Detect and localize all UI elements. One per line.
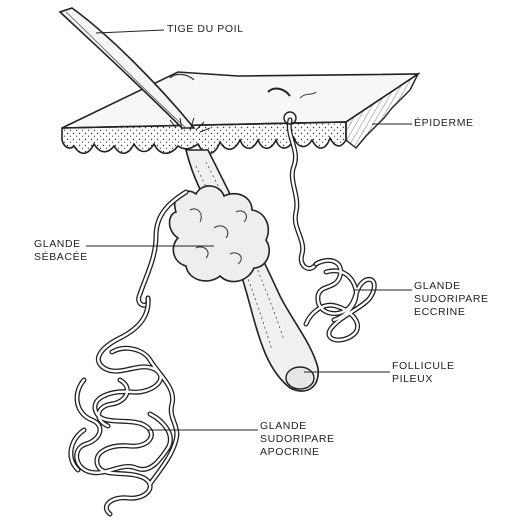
eccrine-sweat-gland <box>284 112 374 340</box>
leader-hair-shaft <box>96 30 164 33</box>
label-hair-shaft: TIGE DU POIL <box>167 23 244 36</box>
label-eccrine-sweat-gland: GLANDE SUDORIPARE ECCRINE <box>414 280 489 319</box>
label-sebaceous-gland: GLANDE SÉBACÉE <box>34 238 88 264</box>
apocrine-sweat-gland <box>71 192 186 514</box>
label-epidermis: ÉPIDERME <box>414 117 474 130</box>
label-hair-follicle: FOLLICULE PILEUX <box>392 360 455 386</box>
label-apocrine-sweat-gland: GLANDE SUDORIPARE APOCRINE <box>260 420 335 459</box>
epidermis-slab <box>62 72 418 154</box>
sebaceous-gland <box>170 186 270 282</box>
